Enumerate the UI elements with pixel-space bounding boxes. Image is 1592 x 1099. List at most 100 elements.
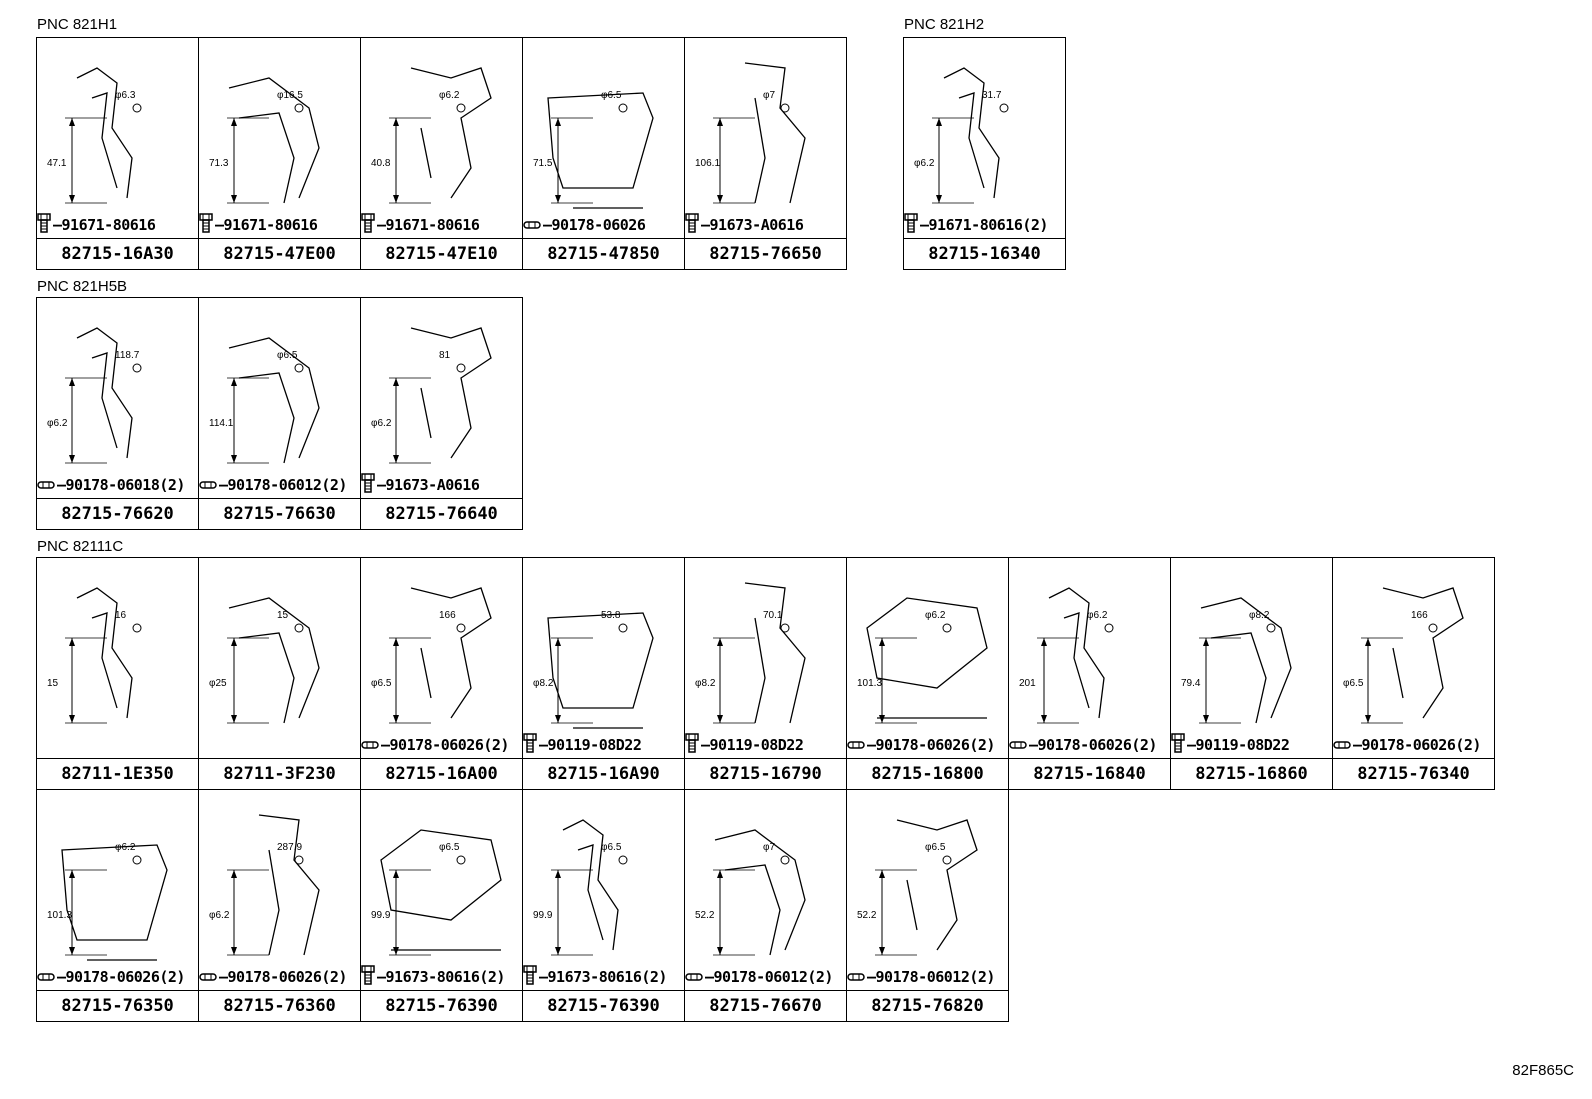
fastener-callout: —91673-80616(2) — [361, 965, 505, 989]
part-number[interactable]: 82715-76390 — [361, 990, 522, 1021]
part-number[interactable]: 82715-76350 — [37, 990, 198, 1021]
part-number[interactable]: 82715-76620 — [37, 498, 198, 529]
part-drawing: φ16.571.3 — [209, 77, 320, 204]
dimension-label: φ6.2 — [115, 842, 136, 853]
fastener-callout: —90119-08D22 — [523, 733, 642, 757]
part-drawing: φ6.552.2 — [857, 819, 978, 956]
dimension-label: φ6.2 — [439, 90, 460, 101]
dimension-label: 101.3 — [857, 678, 882, 689]
fastener-number: —91673-80616(2) — [377, 968, 505, 986]
part-cell[interactable]: φ6.2 101.3 —90178-06026(2) 82715-16800 — [846, 557, 1009, 790]
part-number[interactable]: 82715-16340 — [904, 238, 1065, 269]
dimension-label: φ6.5 — [1343, 678, 1364, 689]
part-number[interactable]: 82715-76650 — [685, 238, 846, 269]
part-number[interactable]: 82711-3F230 — [199, 758, 360, 789]
dimension-label: 70.1 — [763, 610, 783, 621]
fastener-callout: —90178-06026(2) — [1009, 735, 1157, 755]
fastener-callout: —90178-06026(2) — [847, 735, 995, 755]
diagram-reference-code: 82F865C — [1512, 1062, 1574, 1079]
fastener-callout: —90178-06026(2) — [361, 735, 509, 755]
part-drawing: φ6.2 101.3 — [857, 597, 988, 724]
fastener-number: —90178-06012(2) — [705, 968, 833, 986]
part-number[interactable]: 82715-16790 — [685, 758, 846, 789]
fastener-callout: —90178-06012(2) — [685, 967, 833, 987]
dimension-label: 166 — [1411, 610, 1428, 621]
part-number[interactable]: 82715-47E00 — [199, 238, 360, 269]
bolt-icon — [685, 213, 699, 237]
fastener-number: —91671-80616 — [215, 216, 318, 234]
dimension-label: φ7 — [763, 90, 775, 101]
dimension-label: 71.5 — [533, 158, 553, 169]
dimension-label: φ7 — [763, 842, 775, 853]
bolt-icon — [523, 733, 537, 757]
part-number[interactable]: 82715-16860 — [1171, 758, 1332, 789]
part-number[interactable]: 82715-76640 — [361, 498, 522, 529]
dimension-label: 99.9 — [533, 910, 553, 921]
section-label-821h5b: PNC 821H5B — [37, 278, 128, 295]
part-number[interactable]: 82711-1E350 — [37, 758, 198, 789]
dimension-label: φ6.2 — [209, 910, 230, 921]
dimension-label: φ16.5 — [277, 90, 303, 101]
nut-icon — [1009, 736, 1027, 754]
dimension-label: φ8.2 — [695, 678, 716, 689]
part-number[interactable]: 82715-16A00 — [361, 758, 522, 789]
part-drawing: 118.7φ6.2 — [47, 327, 142, 464]
part-drawing: 287.9φ6.2 — [209, 814, 320, 956]
part-cell[interactable]: 16 15 82711-1E350 — [36, 557, 199, 790]
part-number[interactable]: 82715-76630 — [199, 498, 360, 529]
fastener-number: —90178-06012(2) — [219, 476, 347, 494]
dimension-label: 52.2 — [695, 910, 715, 921]
dimension-label: 16 — [115, 610, 127, 621]
part-number[interactable]: 82715-47850 — [523, 238, 684, 269]
part-number[interactable]: 82715-76360 — [199, 990, 360, 1021]
part-number[interactable]: 82715-16A90 — [523, 758, 684, 789]
nut-icon — [523, 216, 541, 234]
dimension-label: 15 — [47, 678, 59, 689]
part-number[interactable]: 82715-76390 — [523, 990, 684, 1021]
part-number[interactable]: 82715-76820 — [847, 990, 1008, 1021]
dimension-label: φ6.2 — [47, 418, 68, 429]
part-number[interactable]: 82715-47E10 — [361, 238, 522, 269]
dimension-label: φ6.2 — [925, 610, 946, 621]
fastener-number: —91673-A0616 — [377, 476, 480, 494]
dimension-label: φ6.5 — [601, 842, 622, 853]
part-number[interactable]: 82715-76340 — [1333, 758, 1494, 789]
fastener-callout: —90178-06026 — [523, 215, 646, 235]
part-cell[interactable]: φ7 52.2 —90178-06012(2) 82715-76670 — [684, 789, 847, 1022]
part-number[interactable]: 82715-76670 — [685, 990, 846, 1021]
dimension-label: 53.8 — [601, 610, 621, 621]
part-number[interactable]: 82715-16A30 — [37, 238, 198, 269]
part-number[interactable]: 82715-16840 — [1009, 758, 1170, 789]
bolt-icon — [361, 965, 375, 989]
part-number[interactable]: 82715-16800 — [847, 758, 1008, 789]
fastener-callout: —91673-A0616 — [361, 473, 480, 495]
bolt-icon — [361, 213, 375, 237]
